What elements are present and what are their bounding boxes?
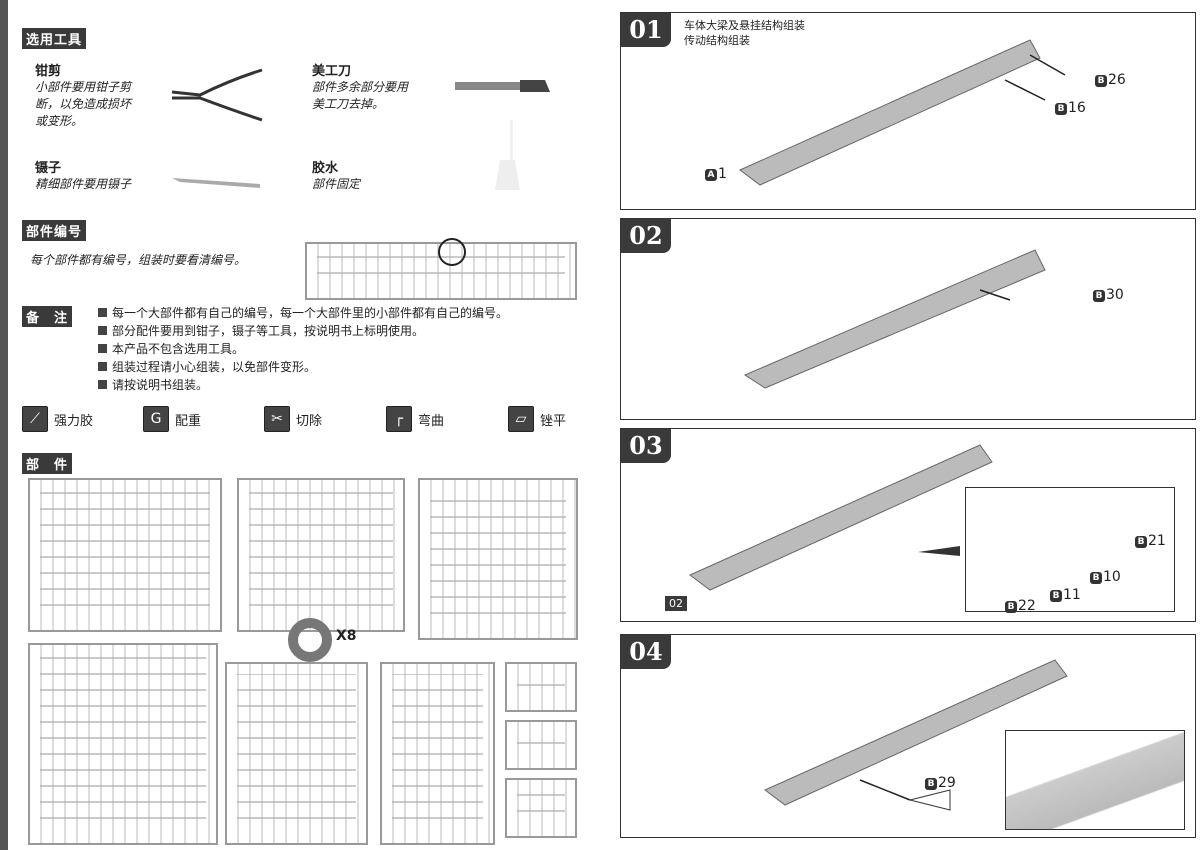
- sprue-g3: [505, 778, 577, 838]
- notes-header: 备 注: [22, 306, 73, 327]
- pliers-icon: [171, 68, 263, 122]
- tool-desc: 小部件要用钳子剪断，以免造成损坏或变形。: [35, 80, 132, 128]
- bend-icon: ┌: [386, 406, 412, 432]
- sprue-e: [225, 662, 368, 845]
- symbol-cut: ✂ 切除: [264, 406, 322, 432]
- step-03-panel: [620, 428, 1196, 622]
- symbol-label: 配重: [175, 413, 202, 429]
- sprue-f: [380, 662, 495, 845]
- sprue-a: [28, 478, 222, 632]
- highlight-circle: [438, 238, 466, 266]
- symbol-label: 强力胶: [54, 413, 94, 429]
- tool-knife: 美工刀 部件多余部分要用美工刀去掉。: [312, 60, 408, 113]
- page-binding-edge: [0, 0, 8, 850]
- symbol-glue: ⟋ 强力胶: [22, 406, 93, 432]
- sprue-b: [237, 478, 405, 632]
- note-item: 组装过程请小心组装，以免部件变形。: [98, 358, 508, 376]
- tool-name: 美工刀: [312, 64, 352, 79]
- sprue-d: [28, 643, 218, 845]
- step-title: 车体大梁及悬挂结构组装传动结构组装: [684, 19, 805, 47]
- weight-icon: G: [143, 406, 169, 432]
- tool-tweezers: 镊子 精细部件要用镊子: [35, 157, 131, 193]
- glue-bottle-icon: [495, 120, 520, 190]
- wheel-count: X8: [336, 628, 357, 644]
- detail-inset: [1005, 730, 1185, 830]
- note-item: 本产品不包含选用工具。: [98, 340, 508, 358]
- tool-glue: 胶水 部件固定: [312, 157, 360, 193]
- tools-header: 选用工具: [22, 28, 87, 49]
- file-icon: ▱: [508, 406, 534, 432]
- tool-name: 钳剪: [35, 64, 62, 79]
- sprue-c: [418, 478, 578, 640]
- sprue-g1: [505, 662, 577, 712]
- tool-pliers: 钳剪 小部件要用钳子剪断，以免造成损坏或变形。: [35, 60, 131, 130]
- step-number: 02: [621, 219, 671, 253]
- step-02-panel: [620, 218, 1196, 420]
- step-number: 01: [621, 13, 671, 47]
- parts-header: 部 件: [22, 453, 73, 474]
- notes-list: 每一个大部件都有自己的编号，每一个大部件里的小部件都有自己的编号。 部分配件要用…: [98, 304, 508, 394]
- tool-desc: 部件固定: [312, 177, 361, 191]
- symbol-bend: ┌ 弯曲: [386, 406, 444, 432]
- symbol-file: ▱ 锉平: [508, 406, 566, 432]
- tool-name: 胶水: [312, 161, 339, 176]
- note-item: 部分配件要用到钳子，镊子等工具，按说明书上标明使用。: [98, 322, 508, 340]
- symbol-label: 弯曲: [418, 413, 445, 429]
- tool-name: 镊子: [35, 161, 62, 176]
- step-reference: 02: [665, 596, 687, 611]
- symbol-label: 锉平: [540, 413, 567, 429]
- symbol-label: 切除: [296, 413, 323, 429]
- glue-icon: ⟋: [22, 406, 48, 432]
- note-item: 请按说明书组装。: [98, 376, 508, 394]
- step-number: 04: [621, 635, 671, 669]
- part-number-header: 部件编号: [22, 220, 87, 241]
- part-number-text: 每个部件都有编号，组装时要看清编号。: [30, 253, 247, 267]
- step-04-panel: [620, 634, 1196, 838]
- tool-desc: 精细部件要用镊子: [35, 177, 132, 191]
- step-01-panel: [620, 12, 1196, 210]
- step-number: 03: [621, 429, 671, 463]
- note-item: 每一个大部件都有自己的编号，每一个大部件里的小部件都有自己的编号。: [98, 304, 508, 322]
- cut-icon: ✂: [264, 406, 290, 432]
- knife-icon: [455, 80, 550, 92]
- tool-desc: 部件多余部分要用美工刀去掉。: [312, 80, 409, 111]
- sprue-g2: [505, 720, 577, 770]
- detail-inset: [965, 487, 1175, 612]
- symbol-weight: G 配重: [143, 406, 201, 432]
- tire-icon: [288, 618, 332, 662]
- tweezers-icon: [172, 178, 260, 188]
